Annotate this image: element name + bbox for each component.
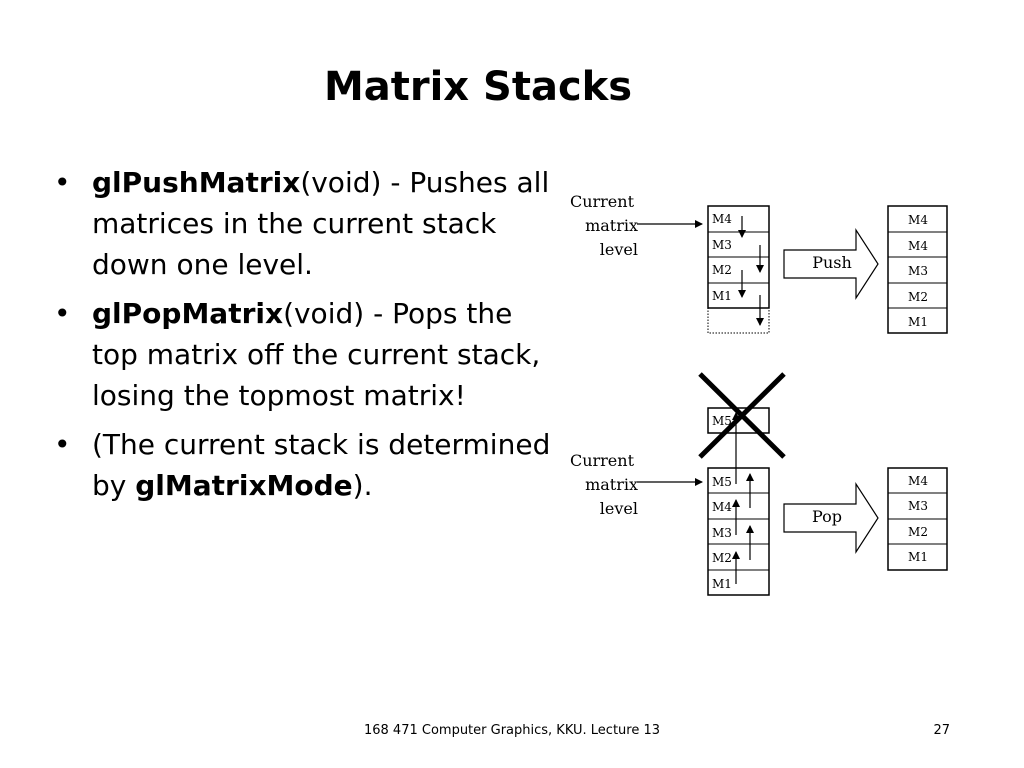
bullet-dot: • — [54, 166, 71, 199]
pop-after-cell: M2 — [908, 525, 928, 539]
bullet-pop-function: glPopMatrix — [92, 297, 284, 330]
push-after-cell: M2 — [908, 290, 928, 304]
pop-before-cell: M2 — [712, 551, 732, 565]
pop-after-stack: M4 M3 M2 M1 — [887, 467, 948, 571]
pop-arrow-label: Pop — [812, 507, 842, 526]
pop-discarded-matrix: M5 — [698, 372, 786, 459]
bullet-mode-function: glMatrixMode — [135, 469, 353, 502]
bullet-matrix-mode: • (The current stack is determined by glM… — [52, 424, 552, 506]
push-before-cell: M2 — [712, 263, 732, 277]
pop-before-cell: M4 — [712, 500, 732, 514]
pop-before-stack-frame — [707, 467, 770, 596]
push-current-level-label: Current matrix level — [570, 192, 638, 259]
push-label-line-2: matrix — [585, 216, 638, 235]
push-after-cell: M1 — [908, 315, 928, 329]
bullet-pop-matrix: • glPopMatrix(void) - Pops the top matrix… — [52, 293, 552, 416]
pop-before-cell: M3 — [712, 526, 732, 540]
matrix-stack-diagram: Current matrix level M4 M3 M2 M1 Push — [570, 192, 948, 596]
push-arrow-label: Push — [812, 253, 852, 272]
pop-after-cell: M3 — [908, 499, 928, 513]
bullet-push-function: glPushMatrix — [92, 166, 301, 199]
pop-after-cell: M1 — [908, 550, 928, 564]
push-after-stack-frame — [887, 205, 948, 334]
push-after-stack: M4 M4 M3 M2 M1 — [887, 205, 948, 334]
footer-course-info: 168 471 Computer Graphics, KKU. Lecture … — [363, 723, 661, 738]
push-before-stack: M4 M3 M2 M1 — [707, 205, 770, 334]
push-operation-arrow: Push — [783, 227, 879, 301]
bullet-dot: • — [54, 297, 71, 330]
pop-before-cell: M5 — [712, 475, 732, 489]
bullet-dot: • — [54, 428, 71, 461]
pop-label-line-3: level — [600, 499, 638, 518]
push-label-line-3: level — [600, 240, 638, 259]
pop-after-cell: M4 — [908, 474, 928, 488]
footer-page-number: 27 — [933, 723, 950, 738]
pop-operation-arrow: Pop — [783, 481, 879, 555]
push-before-cell: M3 — [712, 238, 732, 252]
bullet-mode-prefix: (The current stack is determined by — [92, 428, 551, 502]
pop-current-level-label: Current matrix level — [570, 451, 638, 518]
pop-before-cell: M1 — [712, 577, 732, 591]
push-before-cell: M1 — [712, 289, 732, 303]
discarded-cell: M5 — [712, 414, 732, 428]
push-after-cell: M3 — [908, 264, 928, 278]
push-before-cell: M4 — [712, 212, 732, 226]
pop-block-arrow-shape — [783, 481, 879, 555]
bullet-push-description: (void) - Pushes all matrices in the curr… — [92, 166, 550, 281]
push-after-cell: M4 — [908, 239, 928, 253]
push-block-arrow-shape — [783, 227, 879, 301]
bullet-pop-description: (void) - Pops the top matrix off the cur… — [92, 297, 541, 412]
bullet-list: • glPushMatrix(void) - Pushes all matrice… — [52, 162, 552, 514]
push-label-line-1: Current — [570, 192, 635, 211]
slide-title: Matrix Stacks — [323, 64, 633, 110]
bullet-mode-suffix: ). — [352, 469, 373, 502]
push-empty-slot — [707, 307, 770, 334]
cross-out-mark — [698, 372, 786, 459]
bullet-push-matrix: • glPushMatrix(void) - Pushes all matrice… — [52, 162, 552, 285]
pop-label-line-2: matrix — [585, 475, 638, 494]
pop-label-line-1: Current — [570, 451, 635, 470]
pop-before-stack: M5 M4 M3 M2 M1 — [707, 412, 770, 596]
push-after-cell: M4 — [908, 213, 928, 227]
